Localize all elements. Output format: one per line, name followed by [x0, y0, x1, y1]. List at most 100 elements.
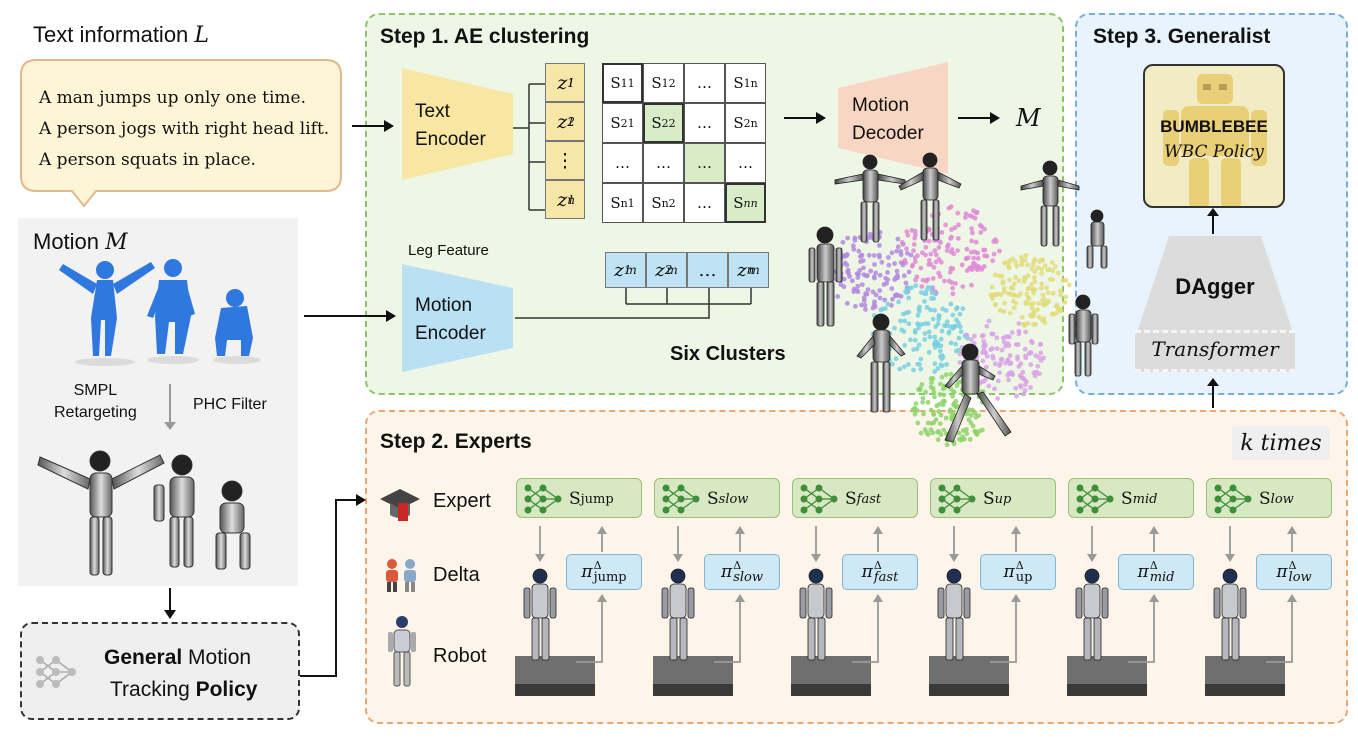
cluster-point	[955, 210, 961, 216]
matrix-cell: …	[643, 143, 684, 183]
cluster-point	[968, 337, 974, 342]
matrix-cell: …	[684, 63, 725, 103]
cluster-point	[905, 250, 910, 256]
cluster-point	[877, 288, 883, 293]
cluster-point	[1018, 291, 1023, 297]
cluster-point	[1038, 341, 1044, 347]
cluster-point	[956, 320, 961, 326]
cluster-point	[861, 298, 867, 303]
cluster-point	[916, 342, 922, 348]
cluster-point	[981, 378, 987, 384]
matrix-cell: …	[684, 143, 725, 183]
cluster-point	[1019, 375, 1025, 381]
robot-icon	[388, 616, 416, 687]
cluster-point	[1049, 311, 1055, 317]
cluster-point	[913, 232, 918, 238]
cluster-point	[859, 252, 865, 258]
general-policy-box	[20, 622, 300, 720]
matrix-cell: …	[684, 103, 725, 143]
cluster-point	[953, 341, 959, 347]
cluster-point	[992, 272, 998, 278]
motion-panel	[18, 218, 298, 586]
cluster-point	[991, 292, 997, 297]
cluster-point	[911, 242, 917, 247]
cluster-point	[915, 312, 921, 318]
cluster-point	[932, 394, 937, 400]
cluster-point	[948, 301, 954, 307]
cluster-point	[1036, 314, 1042, 320]
cluster-point	[1039, 266, 1044, 272]
general-policy-label-line1: General Motion	[104, 646, 252, 669]
cluster-point	[956, 436, 962, 442]
cluster-point	[1021, 279, 1027, 285]
cluster-point	[1010, 256, 1016, 262]
cluster-point	[938, 381, 943, 387]
cluster-point	[901, 329, 907, 334]
bumblebee-title: BUMBLEBEE	[1160, 117, 1268, 136]
cluster-point	[1003, 260, 1009, 265]
cluster-point	[942, 278, 947, 284]
cluster-point	[1002, 300, 1007, 306]
cluster-point	[938, 336, 944, 342]
cluster-point	[988, 347, 994, 353]
cluster-point	[921, 411, 926, 417]
cluster-point	[1055, 270, 1061, 276]
cluster-point	[1028, 362, 1034, 368]
cluster-point	[879, 259, 885, 265]
cluster-point	[859, 302, 864, 308]
cluster-point	[1002, 289, 1007, 294]
motion-to-policy-arrow	[164, 588, 176, 619]
cluster-point	[901, 273, 907, 279]
cluster-point	[923, 389, 928, 395]
cluster-point	[1041, 316, 1047, 322]
cluster-point	[947, 269, 953, 275]
cluster-point	[1021, 323, 1027, 328]
cluster-point	[932, 361, 938, 367]
cluster-point	[969, 238, 975, 244]
cluster-point	[938, 259, 944, 265]
cluster-point	[904, 246, 909, 252]
cluster-point	[1054, 302, 1060, 308]
cluster-point	[997, 248, 1002, 254]
cluster-point	[850, 278, 855, 284]
cluster-point	[894, 248, 900, 254]
cluster-point	[931, 420, 937, 425]
cluster-point	[935, 366, 941, 371]
smpl-retargeting-label: SMPL Retargeting	[54, 382, 137, 421]
cluster-point	[881, 282, 887, 287]
cluster-point	[1022, 388, 1028, 393]
cluster-point	[999, 273, 1005, 279]
cluster-point	[922, 331, 928, 336]
cluster-point	[922, 291, 927, 296]
cluster-point	[1016, 278, 1022, 284]
cluster-point	[1045, 267, 1050, 273]
cluster-point	[1007, 277, 1012, 283]
cluster-point	[968, 249, 974, 255]
cluster-point	[916, 308, 922, 314]
cluster-point	[1045, 290, 1051, 296]
cluster-point	[868, 268, 874, 274]
cluster-point	[894, 268, 900, 274]
cluster-point	[861, 265, 866, 271]
row-label-robot: Robot	[433, 645, 487, 667]
cluster-point	[932, 248, 938, 254]
cluster-point	[915, 361, 921, 367]
cluster-point	[943, 222, 948, 228]
cluster-point	[1023, 353, 1028, 359]
cluster-point	[1005, 334, 1010, 339]
row-label-expert: Expert	[433, 490, 491, 512]
cluster-point	[1010, 372, 1016, 377]
cluster-point	[1031, 259, 1037, 264]
cluster-point	[933, 324, 939, 329]
cluster-point	[871, 274, 877, 280]
cluster-point	[841, 284, 847, 290]
cluster-point	[932, 369, 937, 374]
cluster-point	[938, 343, 944, 349]
cluster-point	[936, 313, 942, 318]
cluster-point	[939, 328, 945, 334]
cluster-point	[969, 282, 974, 288]
cluster-point	[933, 252, 939, 258]
motion-title: Motion M	[33, 229, 128, 255]
